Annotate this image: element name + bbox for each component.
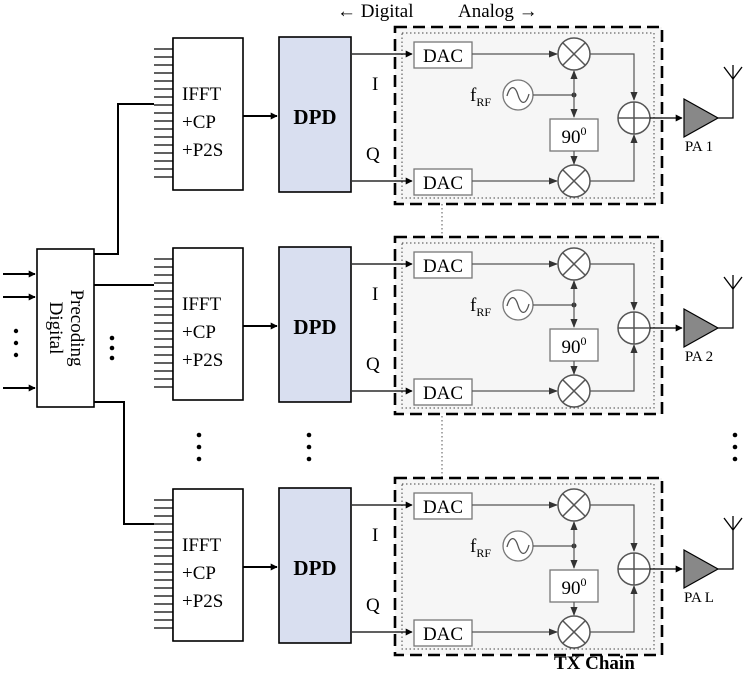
phase-shifter: 900: [549, 118, 599, 152]
svg-text:IFFT: IFFT: [182, 84, 221, 105]
tx-chain-label: TX Chain: [554, 653, 635, 674]
summer: [617, 552, 651, 586]
dac-i: DAC: [413, 41, 473, 69]
summer: [617, 101, 651, 135]
svg-text:DAC: DAC: [423, 383, 463, 404]
svg-text:DAC: DAC: [423, 497, 463, 518]
ifft-input-pins: [154, 38, 174, 190]
mixer-i-to-sum: [590, 53, 638, 101]
q-label: Q: [366, 144, 380, 165]
mixer-i-to-sum: [590, 504, 638, 552]
power-amplifier: [683, 548, 720, 590]
svg-text:fRF: fRF: [470, 536, 491, 560]
svg-text:DAC: DAC: [423, 624, 463, 645]
digital-precoding-block: Digital Precoding: [36, 248, 95, 408]
input-ellipsis: [13, 328, 19, 358]
ifft-block: IFFT +CP +P2S: [172, 37, 244, 191]
ellipsis-dpd: [306, 432, 312, 462]
rf-oscillator: [502, 289, 534, 321]
q-label: Q: [366, 595, 380, 616]
pa-label: PA L: [684, 590, 714, 606]
ifft-block: IFFT +CP +P2S: [172, 247, 244, 401]
i-label: I: [372, 74, 378, 95]
svg-text:+CP: +CP: [182, 563, 216, 584]
svg-text:DPD: DPD: [293, 556, 336, 580]
svg-text:+P2S: +P2S: [182, 350, 223, 371]
mixer-q: [557, 164, 591, 198]
svg-text:DPD: DPD: [293, 315, 336, 339]
mixer-q: [557, 374, 591, 408]
digital-label: ← Digital: [337, 1, 414, 22]
svg-text:fRF: fRF: [470, 295, 491, 319]
phase-shifter: 900: [549, 569, 599, 603]
svg-text:+CP: +CP: [182, 322, 216, 343]
q-label: Q: [366, 354, 380, 375]
ellipsis-precoder-branches: [109, 335, 115, 361]
svg-text:DAC: DAC: [423, 256, 463, 277]
ifft-block: IFFT +CP +P2S: [172, 488, 244, 642]
tx-chain-l: DAC DAC: [154, 476, 743, 657]
mixer-q-to-sum: [590, 134, 638, 182]
mixer-q: [557, 615, 591, 649]
tx-chain-2: DAC DAC: [154, 235, 743, 416]
mixer-i: [557, 247, 591, 281]
svg-text:IFFT: IFFT: [182, 535, 221, 556]
tx-chain-1: DAC DAC: [154, 25, 743, 206]
dac-i: DAC: [413, 492, 473, 520]
ifft-input-pins: [154, 248, 174, 400]
dpd-block: DPD: [278, 246, 352, 403]
svg-text:+CP: +CP: [182, 112, 216, 133]
pa-label: PA 2: [685, 349, 713, 365]
mixer-q-to-sum: [590, 344, 638, 392]
rf-oscillator: [502, 530, 534, 562]
svg-text:fRF: fRF: [470, 85, 491, 109]
phase-shifter: 900: [549, 328, 599, 362]
mixer-q-to-sum: [590, 585, 638, 633]
svg-text:Digital: Digital: [45, 302, 66, 355]
i-label: I: [372, 525, 378, 546]
svg-text:DAC: DAC: [423, 173, 463, 194]
mixer-i-to-sum: [590, 263, 638, 311]
dac-q: DAC: [413, 378, 473, 406]
ifft-input-pins: [154, 489, 174, 641]
antenna-icon: [718, 275, 743, 329]
svg-text:DPD: DPD: [293, 105, 336, 129]
precoder-to-ifft-l: [94, 401, 154, 525]
mixer-i: [557, 37, 591, 71]
svg-text:900: 900: [562, 334, 587, 358]
svg-text:900: 900: [562, 575, 587, 599]
mixer-i: [557, 488, 591, 522]
svg-text:+P2S: +P2S: [182, 140, 223, 161]
dac-q: DAC: [413, 168, 473, 196]
svg-text:IFFT: IFFT: [182, 294, 221, 315]
dac-q: DAC: [413, 619, 473, 647]
precoder-to-ifft-1: [94, 103, 154, 255]
svg-text:900: 900: [562, 124, 587, 148]
power-amplifier: [683, 307, 720, 349]
analog-label: Analog →: [458, 1, 538, 22]
power-amplifier: [683, 97, 720, 139]
dac-i: DAC: [413, 251, 473, 279]
dpd-block: DPD: [278, 487, 352, 644]
svg-text:DAC: DAC: [423, 46, 463, 67]
precoder-input-arrows: [3, 270, 36, 392]
ellipsis-ifft: [196, 432, 202, 462]
antenna-icon: [718, 65, 743, 119]
svg-text:Precoding: Precoding: [66, 289, 87, 367]
i-label: I: [372, 284, 378, 305]
dpd-block: DPD: [278, 36, 352, 193]
antenna-icon: [718, 516, 743, 570]
ellipsis-pa: [732, 432, 738, 462]
rf-oscillator: [502, 79, 534, 111]
pa-label: PA 1: [685, 139, 713, 155]
summer: [617, 311, 651, 345]
svg-text:+P2S: +P2S: [182, 591, 223, 612]
